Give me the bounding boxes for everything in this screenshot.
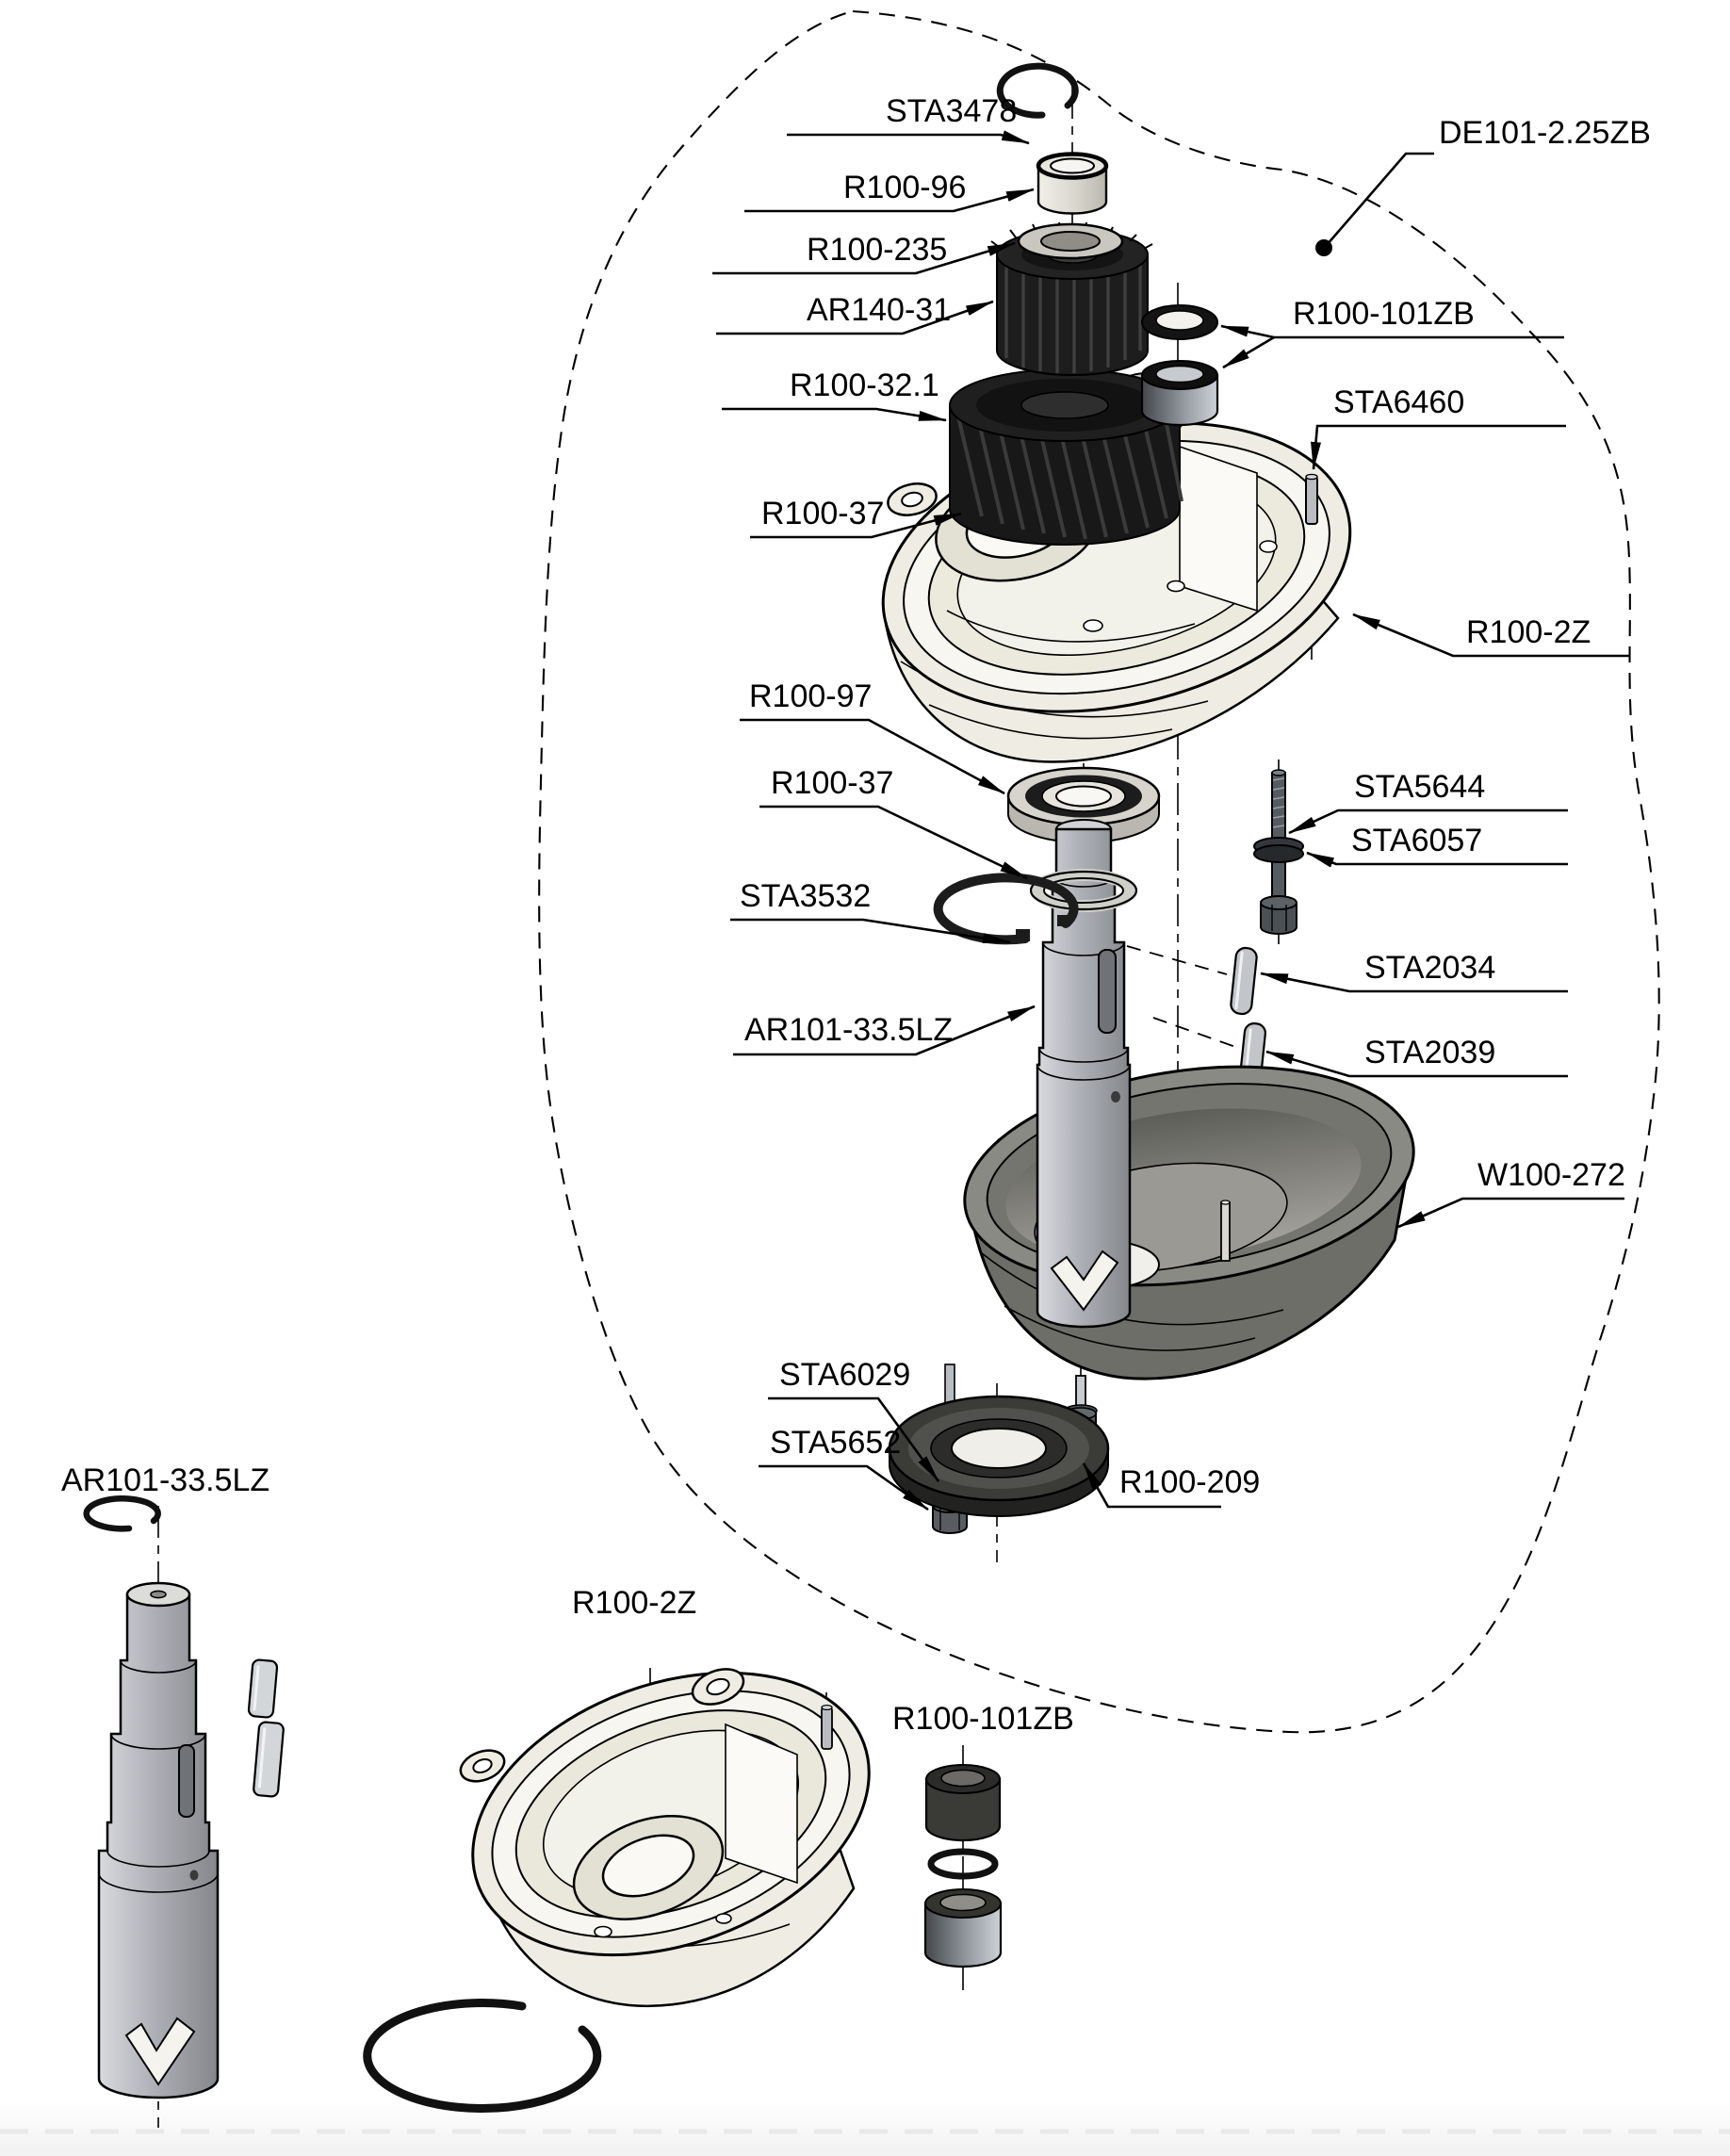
- shaft-bottom-notch: [1050, 1250, 1119, 1312]
- callout-ar140-31-label: AR140-31: [807, 292, 951, 328]
- callout-sta6057: STA6057: [1306, 823, 1568, 868]
- callout-de101-2-25zb: DE101-2.25ZB: [1315, 115, 1651, 256]
- callout-r100-97-label: R100-97: [749, 678, 872, 714]
- callout-r100-96: R100-96: [744, 170, 1035, 213]
- callout-de101-label: DE101-2.25ZB: [1439, 115, 1651, 151]
- callout-sta3478: STA3478: [787, 93, 1030, 145]
- callout-sta6460-label: STA6460: [1333, 384, 1464, 420]
- callouts: STA3478 R100-96 R100-235 AR140-31 R100-3…: [61, 93, 1651, 1737]
- callout-w100-272: W100-272: [1397, 1157, 1625, 1229]
- callout-r100-37-b: R100-37: [759, 765, 1028, 880]
- callout-sta5644: STA5644: [1288, 769, 1568, 835]
- part-shaft-ar101-main: [1036, 819, 1132, 1329]
- callout-r100-209-label: R100-209: [1119, 1464, 1260, 1500]
- callout-sta3532: STA3532: [730, 878, 1011, 944]
- callout-sta2034: STA2034: [1260, 950, 1568, 993]
- part-washer-r100-235: [1017, 222, 1124, 260]
- callout-ar140-31: AR140-31: [716, 292, 994, 335]
- callout-r100-97: R100-97: [740, 678, 1005, 795]
- part-washer-sta6057: [1253, 837, 1304, 863]
- part-bolt-sta5644: [1253, 769, 1304, 935]
- part-seal-r100-209: [888, 1395, 1110, 1517]
- part-pin-sta6460: [1305, 473, 1318, 525]
- callout-r100-37-a: R100-37: [750, 496, 962, 539]
- callout-ar101-main-label: AR101-33.5LZ: [744, 1012, 953, 1048]
- callout-r100-32-1: R100-32.1: [722, 368, 947, 422]
- callout-r100-235: R100-235: [712, 232, 1016, 275]
- callout-sta6029: STA6029: [768, 1357, 940, 1482]
- shaft-keyway: [1098, 949, 1117, 1034]
- callout-r100-37-b-label: R100-37: [771, 765, 893, 801]
- callout-sta3532-label: STA3532: [740, 878, 871, 914]
- part-pin-sta2034: [1230, 946, 1258, 1016]
- callout-r100-101zb-label: R100-101ZB: [1293, 296, 1475, 332]
- sub-part-shaft-ar101: [83, 1495, 285, 2099]
- part-bowl-w100-272: [963, 1065, 1415, 1437]
- callout-sta6029-label: STA6029: [779, 1357, 910, 1393]
- callout-r100-96-label: R100-96: [843, 170, 966, 205]
- callout-r100-32-1-label: R100-32.1: [790, 368, 939, 403]
- part-bushing-r100-96: [1036, 152, 1109, 215]
- housing-inner-wall: [1179, 445, 1258, 612]
- sub-shaft-snap-ring: [83, 1495, 161, 1532]
- callout-sta5652: STA5652: [759, 1425, 929, 1511]
- part-gear-r100-32-1: [949, 368, 1183, 546]
- sub-shaft-keys: [247, 1658, 285, 1798]
- callout-w100-272-label: W100-272: [1477, 1157, 1625, 1193]
- part-bushings-r100-101zb-main: [1140, 304, 1219, 427]
- callout-r100-2z: R100-2Z: [1352, 612, 1630, 658]
- callout-sta5652-label: STA5652: [770, 1425, 901, 1461]
- callout-r100-235-label: R100-235: [807, 232, 947, 268]
- callout-sta6057-label: STA6057: [1351, 823, 1482, 858]
- callout-r100-101zb: R100-101ZB: [1220, 296, 1564, 369]
- callout-sta5644-label: STA5644: [1354, 769, 1485, 805]
- page-bottom-shade: [0, 2101, 1730, 2156]
- part-snap-ring-sta3478: [996, 62, 1079, 119]
- sub-label-r100-2z: R100-2Z: [572, 1585, 696, 1621]
- callout-r100-2z-label: R100-2Z: [1466, 614, 1591, 650]
- sub-housing-snap-ring: [363, 1999, 602, 2114]
- assembly-boundary-outline: [538, 9, 1660, 1734]
- callout-sta2039: STA2039: [1265, 1035, 1568, 1078]
- sub-label-r100-101zb: R100-101ZB: [892, 1701, 1074, 1737]
- bowl-stud-inner: [1220, 1200, 1231, 1262]
- part-ring-r100-37-b: [1029, 869, 1138, 912]
- sub-part-housing-r100-2z: [363, 1668, 871, 2114]
- callout-de101-dot: [1315, 239, 1332, 256]
- sub-part-bushings-r100-101zb: [923, 1764, 1003, 1968]
- callout-ar101-33-5lz-main: AR101-33.5LZ: [733, 1004, 1036, 1056]
- callout-sta6460: STA6460: [1311, 384, 1566, 470]
- sub-label-ar101: AR101-33.5LZ: [61, 1462, 269, 1498]
- callout-sta2039-label: STA2039: [1364, 1035, 1495, 1070]
- callout-r100-37-a-label: R100-37: [761, 496, 884, 531]
- callout-r100-209: R100-209: [1082, 1462, 1260, 1509]
- callout-sta3478-label: STA3478: [886, 93, 1017, 129]
- callout-sta2034-label: STA2034: [1364, 950, 1495, 986]
